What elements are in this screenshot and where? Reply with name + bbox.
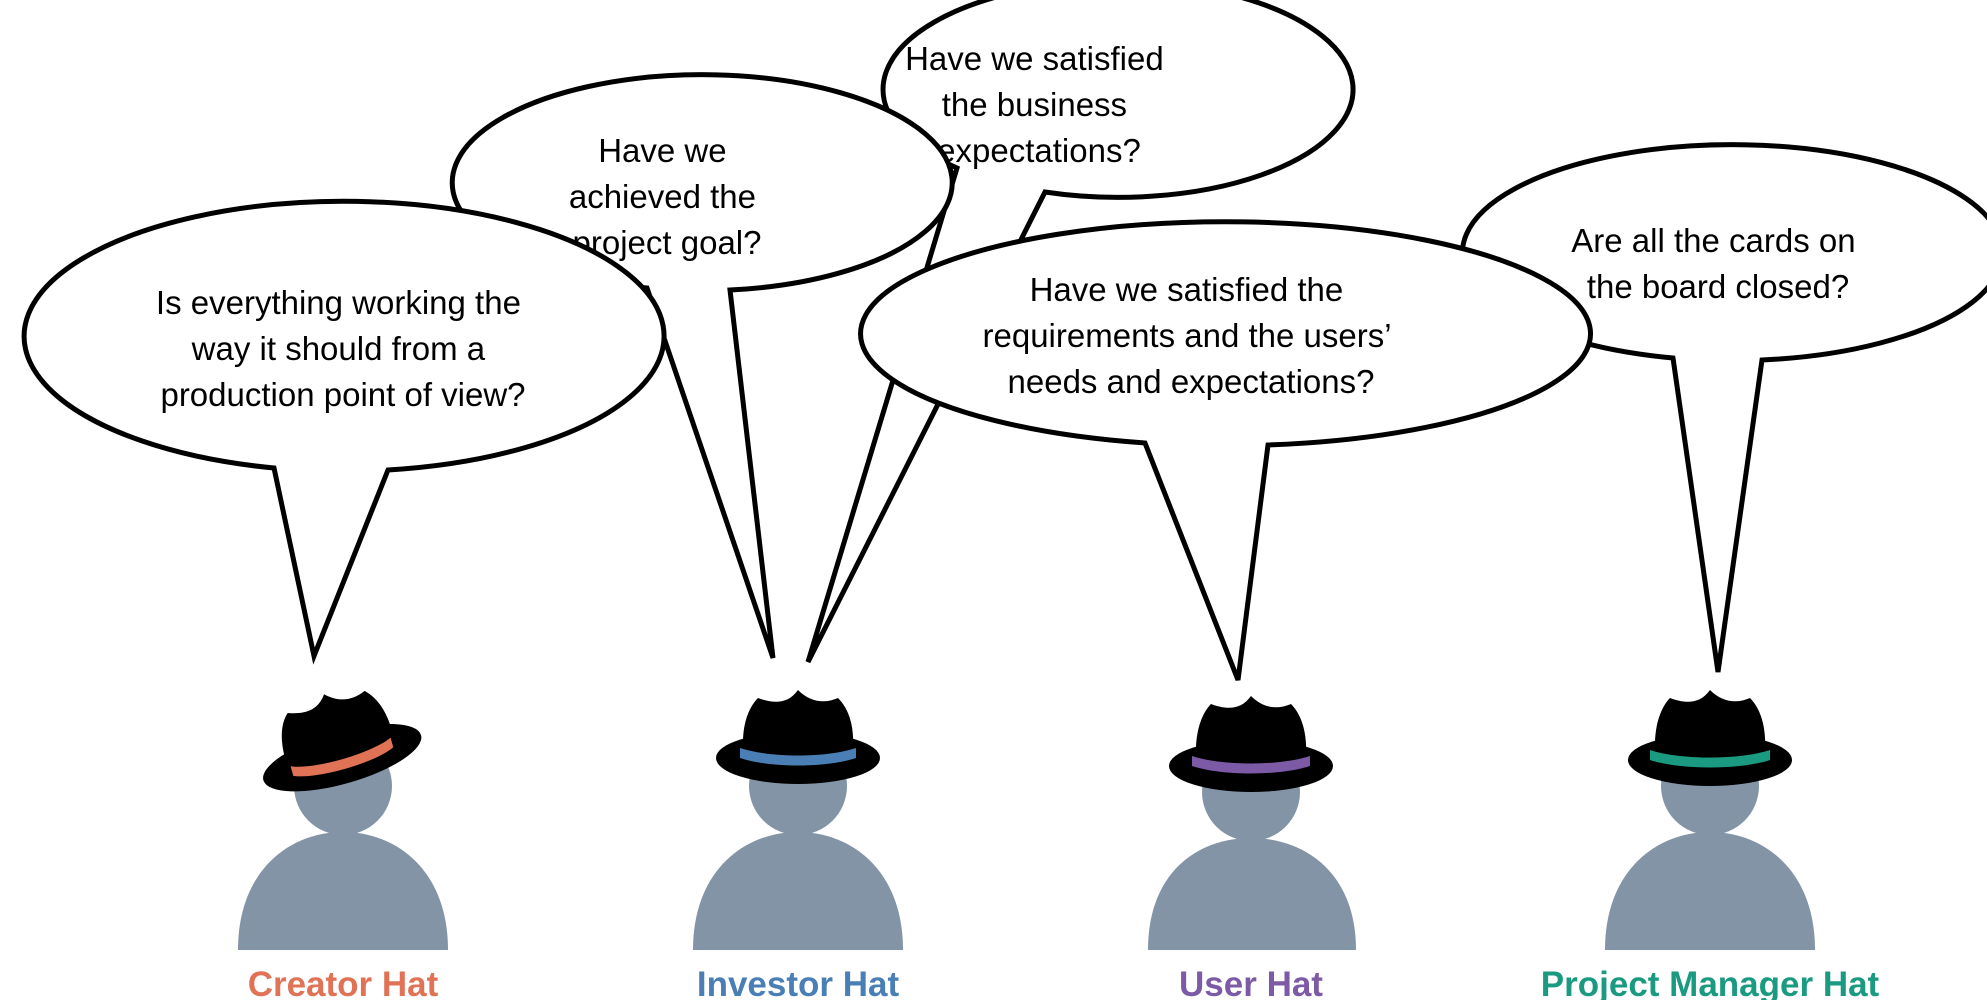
hat-crown xyxy=(1654,690,1766,762)
bubble-line: Have we xyxy=(598,132,726,169)
person-investor xyxy=(693,690,903,950)
bubble-line: expectations? xyxy=(937,132,1141,169)
bubble-line: Are all the cards on xyxy=(1571,222,1855,259)
hat-icon xyxy=(1628,690,1792,786)
hat-band xyxy=(1192,756,1310,774)
label-creator-hat: Creator Hat xyxy=(248,965,439,1000)
person-body xyxy=(238,832,448,950)
bubble-line: Is everything working the xyxy=(156,284,521,321)
bubble-user-text: Have we satisfied the requirements and t… xyxy=(983,271,1400,400)
bubble-creator-text: Is everything working the way it should … xyxy=(156,284,530,413)
person-project-manager xyxy=(1605,690,1815,950)
bubble-creator: Is everything working the way it should … xyxy=(21,198,667,665)
hat-crown xyxy=(742,690,854,760)
bubble-user: Have we satisfied the requirements and t… xyxy=(858,219,1593,681)
hat-crown xyxy=(1195,696,1307,768)
hat-crown xyxy=(281,690,395,775)
bubble-line: Have we satisfied the xyxy=(1030,271,1344,308)
hat-band xyxy=(740,748,856,766)
bubble-project-manager: Are all the cards on the board closed? xyxy=(1459,142,1987,673)
bubble-investor-business: Have we satisfied the business expectati… xyxy=(805,0,1356,664)
bubble-user-shape xyxy=(858,219,1593,681)
label-project-manager-hat: Project Manager Hat xyxy=(1541,965,1880,1000)
hat-band xyxy=(1650,750,1770,768)
hat-icon xyxy=(716,690,880,784)
bubble-line: Have we satisfied xyxy=(905,40,1164,77)
bubble-project-manager-text: Are all the cards on the board closed? xyxy=(1571,222,1865,305)
hat-icon xyxy=(263,690,422,792)
label-investor-hat: Investor Hat xyxy=(697,965,900,1000)
hat-icon xyxy=(1169,696,1333,792)
person-creator xyxy=(238,690,448,950)
bubble-investor-goal-text: Have we achieved the project goal? xyxy=(569,132,765,261)
person-body xyxy=(1605,832,1815,950)
bubble-line: needs and expectations? xyxy=(1008,363,1375,400)
bubble-line: requirements and the users’ xyxy=(983,317,1391,354)
bubble-creator-shape xyxy=(21,198,667,665)
hat-band xyxy=(290,737,394,777)
bubble-line: achieved the xyxy=(569,178,756,215)
bubble-investor-business-text: Have we satisfied the business expectati… xyxy=(905,40,1173,169)
label-user-hat: User Hat xyxy=(1179,965,1323,1000)
bubble-line: production point of view? xyxy=(160,376,525,413)
bubble-investor-business-shape xyxy=(805,0,1356,664)
bubble-line: the business xyxy=(942,86,1127,123)
person-user xyxy=(1148,696,1356,950)
bubble-line: way it should from a xyxy=(191,330,486,367)
person-body xyxy=(1148,838,1356,950)
bubble-line: the board closed? xyxy=(1587,268,1849,305)
person-body xyxy=(693,832,903,950)
